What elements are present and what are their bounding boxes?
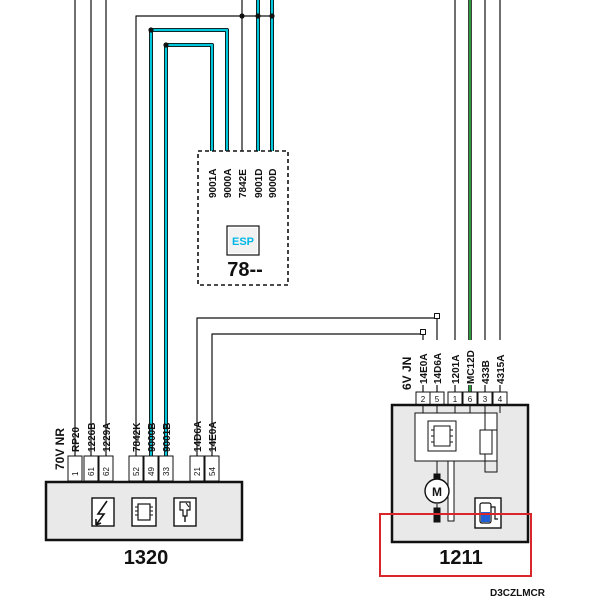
pump-wire-label: 4315A <box>496 355 507 384</box>
pump-pin-number: 1 <box>453 395 458 404</box>
pump-wire-label: 14D6A <box>433 353 444 384</box>
ecu-pin-number: 54 <box>208 467 217 476</box>
ecu-id: 1320 <box>124 547 169 569</box>
pump-label-bg <box>480 340 490 385</box>
pump-label-bg <box>495 340 505 385</box>
pump-label-bg <box>450 340 460 385</box>
pump-pin-number: 4 <box>498 395 503 404</box>
esp-icon: ESP <box>226 225 260 256</box>
ecu-wire-labels: RP20 1226B 1229A 7842K 9000B 9001B 14D6A 14E0A <box>71 421 219 452</box>
ecu-pins: 1 61 62 52 49 33 21 54 <box>67 455 220 482</box>
esp-wire-label: 7842E <box>238 169 249 198</box>
pump-label-bg <box>418 340 428 385</box>
ecu-pin-number: 52 <box>132 467 141 476</box>
ecu-wire-label: 14D6A <box>193 421 204 452</box>
ecu-wire-label: 7842K <box>132 422 143 452</box>
pump-label-bg <box>432 340 442 385</box>
lightning-icon <box>91 497 115 527</box>
pump-pin-number: 2 <box>421 395 426 404</box>
ecu-wire-label: 9000B <box>147 423 158 452</box>
pump-wire-label: 433B <box>481 360 492 384</box>
pump-pin-number: 5 <box>435 395 440 404</box>
ecu-wire-label: 14E0A <box>208 421 219 452</box>
ecu-pin-number: 1 <box>71 471 80 476</box>
pump-wire-label: MC12D <box>466 350 477 384</box>
ecu-wire-label: RP20 <box>71 427 82 452</box>
esp-wire-label: 9001A <box>208 169 219 198</box>
esp-label-bg <box>222 153 232 203</box>
motor-label: M <box>432 485 442 499</box>
pump-wire-label: 14E0A <box>419 353 430 384</box>
esp-wire-label: 9000A <box>223 169 234 198</box>
ecu-wire-label: 1229A <box>102 423 113 452</box>
esp-label-bg <box>207 153 217 203</box>
esp-label-bg <box>267 153 277 203</box>
motor-icon: M <box>424 478 450 504</box>
wires <box>74 0 501 462</box>
chip-icon <box>131 497 157 527</box>
esp-wire-label: 9000D <box>268 169 279 198</box>
pump-wire-label: 1201A <box>451 355 462 384</box>
ecu-pin-number: 62 <box>102 467 111 476</box>
ecu-pin-number: 61 <box>87 467 96 476</box>
ecu-pin-number: 33 <box>162 467 171 476</box>
esp-module-id: 78-- <box>227 259 263 281</box>
esp-label-bg <box>253 153 263 203</box>
ecu-pin-number: 49 <box>147 467 156 476</box>
esp-badge: ESP <box>232 236 254 248</box>
ecu-wire-label: 9001B <box>162 423 173 452</box>
ecu-pin-cell <box>67 455 83 482</box>
pump-internal-wiring <box>414 405 501 523</box>
highlight-frame <box>379 513 532 577</box>
esp-label-bg <box>237 153 247 203</box>
injector-icon <box>173 497 197 527</box>
reference-code: D3CZLMCR <box>490 588 546 598</box>
ecu-pin-number: 21 <box>193 467 202 476</box>
esp-wire-label: 9001D <box>254 169 265 198</box>
ecu-connector-title: 70V NR <box>53 428 67 470</box>
pump-id: 1211 <box>439 547 482 569</box>
ecu-wire-label: 1226B <box>87 423 98 452</box>
pump-pin-number: 3 <box>483 395 488 404</box>
pump-pin-number: 6 <box>468 395 473 404</box>
ecu-1320: 70V NR RP20 1226B 1229A 7842K 9000B 9001B 14D6… <box>44 421 244 569</box>
pump-label-bg <box>465 340 475 385</box>
pump-connector-title: 6V JN <box>400 357 414 390</box>
